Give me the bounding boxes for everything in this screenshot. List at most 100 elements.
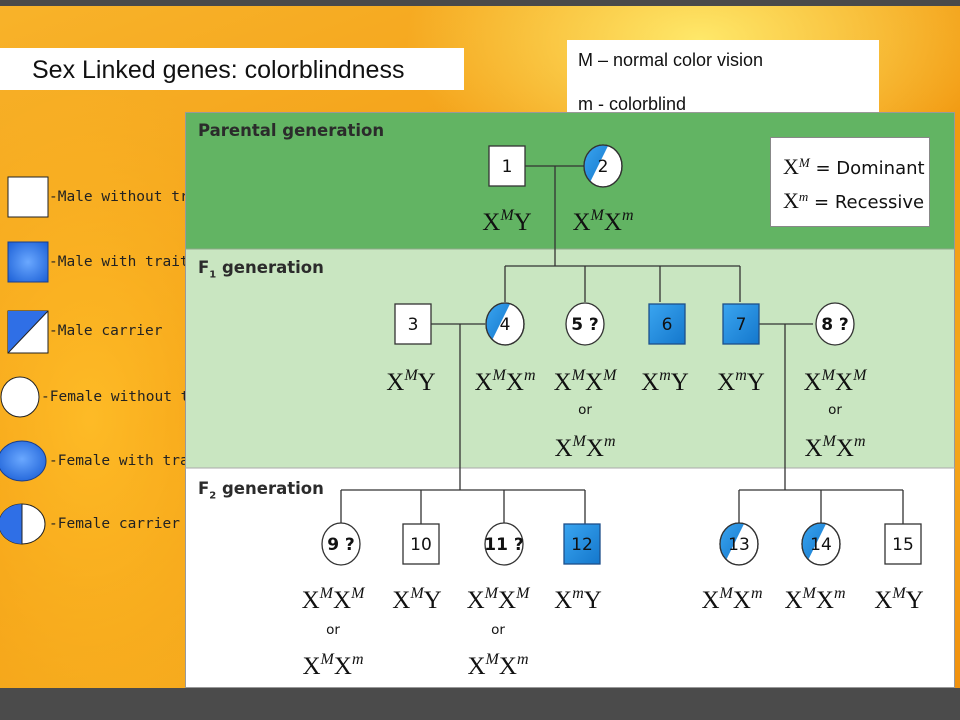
individual-11: 11 ?	[484, 522, 524, 566]
genotype-9a: XMXM	[302, 585, 366, 614]
individual-2: 2	[583, 144, 623, 188]
svg-text:XMY: XMY	[482, 207, 531, 236]
svg-text:10: 10	[410, 535, 432, 555]
bottom-bar	[0, 688, 960, 720]
svg-text:6: 6	[662, 315, 673, 335]
legend-label: -Female with trait	[49, 453, 207, 469]
slide-title: Sex Linked genes: colorblindness	[32, 56, 405, 84]
recessive-key-line: Xm = Recessive	[783, 188, 925, 213]
legend-label: -Male with trait	[49, 254, 189, 270]
pedigree-lines	[340, 165, 904, 524]
f2-band	[185, 468, 955, 688]
svg-text:13: 13	[728, 535, 750, 555]
genotype-12: XmY	[554, 585, 602, 614]
individual-3: 3	[394, 303, 432, 345]
legend-label: -Male without trait	[49, 189, 215, 205]
svg-text:XMXM: XMXM	[302, 585, 366, 614]
svg-text:1: 1	[502, 157, 513, 177]
individual-12: 12	[563, 523, 601, 565]
individual-6: 6	[648, 303, 686, 345]
genotype-13: XMXm	[701, 585, 762, 614]
genotype-15: XMY	[874, 585, 923, 614]
genotype-1: XMY	[482, 207, 531, 236]
legend-label: -Male carrier	[49, 323, 163, 339]
svg-text:12: 12	[571, 535, 593, 555]
svg-text:5 ?: 5 ?	[571, 315, 599, 335]
svg-text:14: 14	[810, 535, 832, 555]
svg-text:XMXm: XMXm	[784, 585, 845, 614]
svg-text:2: 2	[598, 157, 609, 177]
svg-text:XMXM: XMXM	[554, 367, 618, 396]
individual-1: 1	[488, 145, 526, 187]
genotype-10: XMY	[392, 585, 441, 614]
svg-text:XMXm: XMXm	[302, 651, 363, 680]
svg-text:XMXM: XMXM	[804, 367, 868, 396]
or-label: or	[828, 402, 842, 418]
svg-text:XMXm: XMXm	[554, 433, 615, 462]
individual-9: 9 ?	[321, 522, 361, 566]
circle-empty-icon	[0, 376, 40, 418]
generation-label-parental: Parental generation	[198, 121, 385, 140]
allele-key-colorblind: m - colorblind	[578, 94, 687, 114]
or-label: or	[491, 622, 505, 638]
svg-text:XMXm: XMXm	[572, 207, 633, 236]
svg-text:3: 3	[408, 315, 419, 335]
svg-text:11 ?: 11 ?	[484, 535, 523, 555]
svg-text:XmY: XmY	[554, 585, 602, 614]
or-label: or	[326, 622, 340, 638]
individual-4: 4	[485, 302, 525, 346]
individual-5: 5 ?	[565, 302, 605, 346]
individual-14: 14	[801, 522, 841, 566]
genotype-8b: XMXm	[804, 433, 865, 462]
svg-text:XMY: XMY	[392, 585, 441, 614]
square-empty-icon	[7, 176, 49, 218]
or-label: or	[578, 402, 592, 418]
allele-key-box	[567, 40, 879, 122]
generation-label-f1: F1 generation	[198, 258, 324, 281]
top-bar	[0, 0, 960, 6]
circle-half-icon	[0, 503, 46, 545]
genotype-14: XMXm	[784, 585, 845, 614]
svg-text:XMY: XMY	[874, 585, 923, 614]
svg-text:XmY: XmY	[717, 367, 765, 396]
circle-filled-icon	[0, 440, 47, 482]
genotype-6: XmY	[641, 367, 689, 396]
allele-key-normal: M – normal color vision	[578, 50, 764, 70]
genotype-5b: XMXm	[554, 433, 615, 462]
svg-text:8 ?: 8 ?	[821, 315, 849, 335]
f1-band	[185, 249, 955, 468]
svg-text:XMXm: XMXm	[804, 433, 865, 462]
individual-13: 13	[719, 522, 759, 566]
legend-label: -Female carrier	[49, 516, 180, 532]
dominant-key-line: XM = Dominant	[783, 154, 925, 179]
svg-text:XMXm: XMXm	[467, 651, 528, 680]
square-half-icon	[7, 310, 49, 354]
genotype-9b: XMXm	[302, 651, 363, 680]
svg-text:15: 15	[892, 535, 914, 555]
dominance-key-box: XM = Dominant Xm = Recessive	[770, 137, 930, 227]
genotype-11b: XMXm	[467, 651, 528, 680]
svg-text:XmY: XmY	[641, 367, 689, 396]
individual-7: 7	[722, 303, 760, 345]
svg-text:XMXM: XMXM	[467, 585, 531, 614]
svg-text:XMY: XMY	[386, 367, 435, 396]
genotype-4: XMXm	[474, 367, 535, 396]
genotype-11a: XMXM	[467, 585, 531, 614]
individual-15: 15	[884, 523, 922, 565]
legend-label: -Female without trait	[41, 389, 225, 405]
genotype-5a: XMXM	[554, 367, 618, 396]
genotype-2: XMXm	[572, 207, 633, 236]
svg-text:9 ?: 9 ?	[327, 535, 355, 555]
individual-8: 8 ?	[815, 302, 855, 346]
svg-text:XMXm: XMXm	[474, 367, 535, 396]
generation-label-f2: F2 generation	[198, 479, 324, 502]
genotype-7: XmY	[717, 367, 765, 396]
title-box	[0, 48, 464, 90]
legend-symbols	[0, 176, 49, 545]
genotype-8a: XMXM	[804, 367, 868, 396]
svg-text:4: 4	[500, 315, 511, 335]
genotype-3: XMY	[386, 367, 435, 396]
square-filled-icon	[7, 241, 49, 283]
svg-text:XMXm: XMXm	[701, 585, 762, 614]
